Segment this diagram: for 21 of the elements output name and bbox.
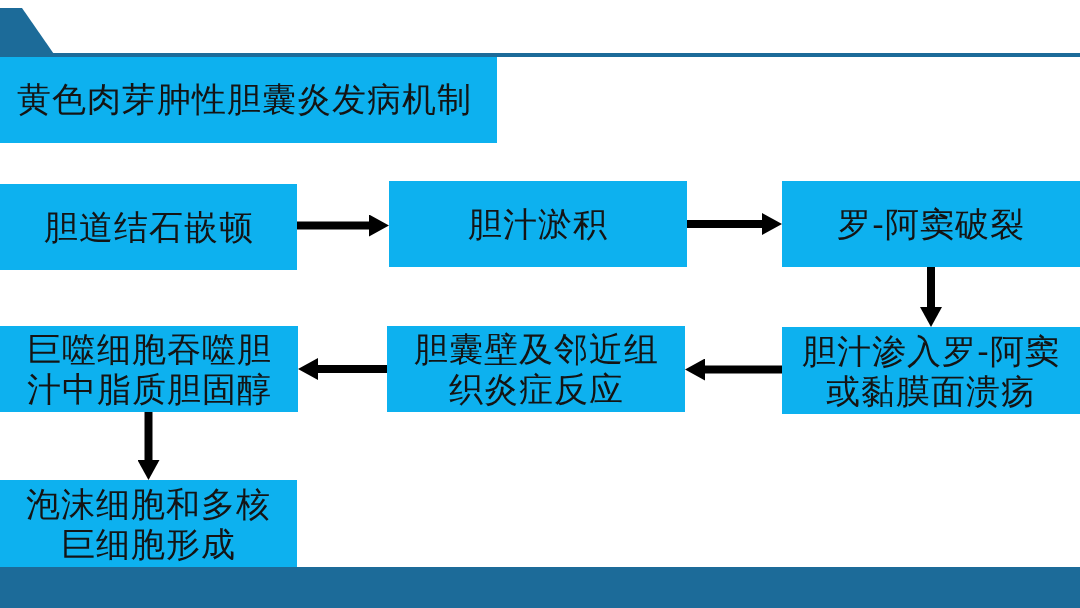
step-text: 胆道结石嵌顿 xyxy=(43,207,254,247)
arrow xyxy=(297,214,389,237)
process-box xyxy=(387,326,685,412)
step-text: 胆囊壁及邻近组织炎症反应 xyxy=(412,329,660,409)
process-box xyxy=(0,326,298,412)
arrow xyxy=(137,412,160,480)
process-box xyxy=(782,327,1080,414)
arrow xyxy=(920,267,942,327)
step-text: 胆汁淤积 xyxy=(468,204,608,244)
step-text: 胆汁渗入罗-阿窦或黏膜面溃疡 xyxy=(801,330,1061,411)
arrow xyxy=(687,213,782,235)
process-box xyxy=(389,181,687,267)
step-text: 罗-阿窦破裂 xyxy=(837,204,1025,244)
title-banner: 黄色肉芽肿性胆囊炎发病机制 xyxy=(0,57,497,143)
arrow xyxy=(685,358,782,381)
arrow xyxy=(298,358,387,380)
step-text: 泡沫细胞和多核巨细胞形成 xyxy=(25,483,272,564)
process-box xyxy=(782,181,1080,267)
step-text: 巨噬细胞吞噬胆汁中脂质胆固醇 xyxy=(25,329,273,409)
process-box xyxy=(0,480,297,567)
process-box xyxy=(0,184,297,270)
